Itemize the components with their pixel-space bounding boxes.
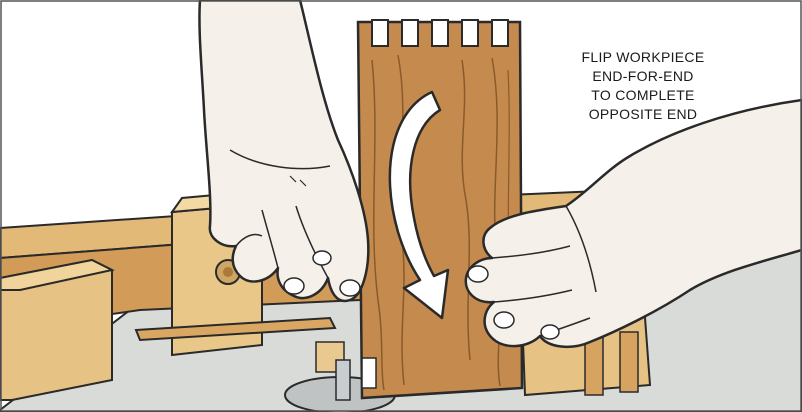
router-bit	[336, 360, 350, 400]
finger-notch	[402, 20, 418, 46]
caption-line-3: TO COMPLETE	[548, 86, 738, 105]
caption-line-4: OPPOSITE END	[548, 105, 738, 124]
finger-notch	[492, 20, 508, 46]
jig-bolt-hole-center	[223, 267, 233, 277]
finger-notch	[462, 20, 478, 46]
finger-notch	[372, 20, 388, 46]
right-jig-slat-2	[620, 332, 638, 392]
caption-line-2: END-FOR-END	[548, 67, 738, 86]
finger-notch	[432, 20, 448, 46]
bottom-notch	[362, 358, 376, 388]
instruction-caption: FLIP WORKPIECE END-FOR-END TO COMPLETE O…	[548, 48, 738, 124]
caption-line-1: FLIP WORKPIECE	[548, 48, 738, 67]
